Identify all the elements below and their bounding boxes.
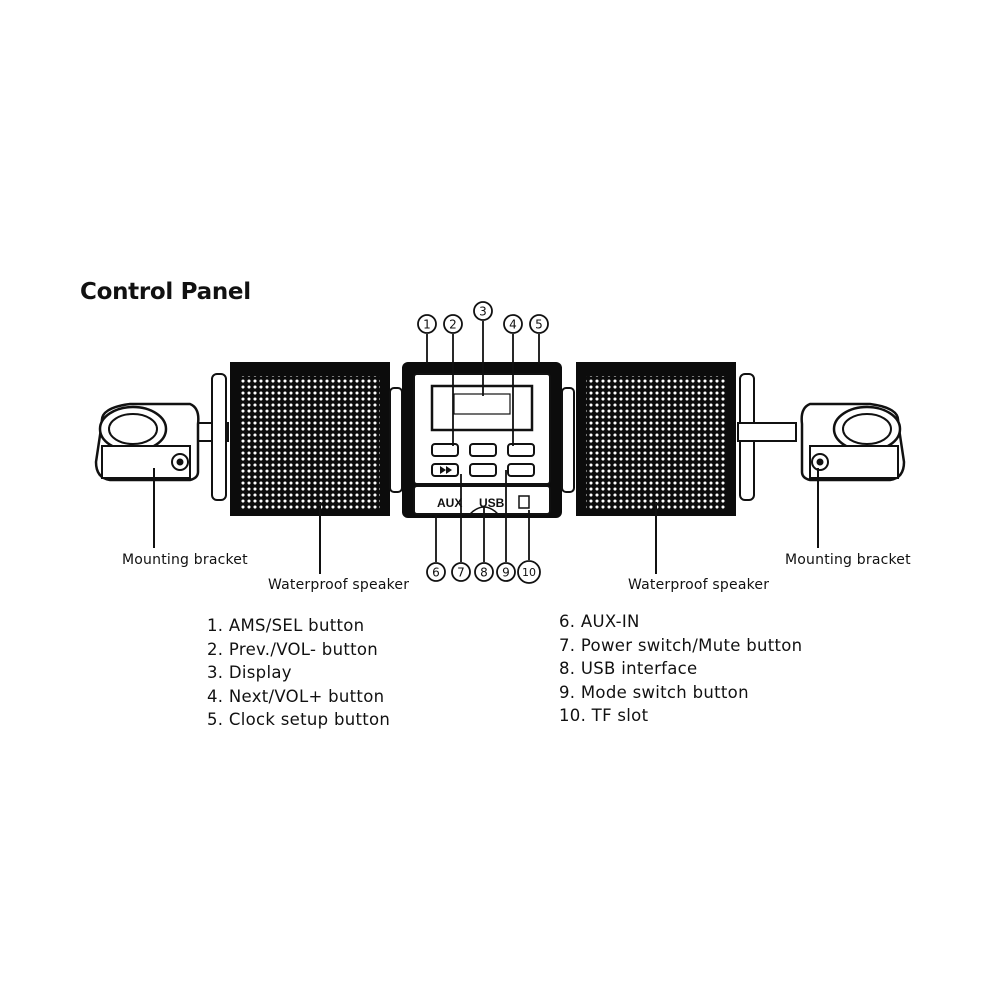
legend-right: 6. AUX-IN 7. Power switch/Mute button 8.… — [559, 610, 802, 728]
usb-port-label: USB — [479, 496, 505, 510]
control-unit: AUX USB — [402, 362, 562, 518]
label-waterproof-speaker-right: Waterproof speaker — [628, 577, 770, 593]
callout-4-marker — [503, 314, 523, 334]
callout-1-marker — [417, 314, 437, 334]
right-mounting-bracket — [737, 402, 906, 482]
legend-item: 6. AUX-IN — [559, 612, 640, 631]
callout-8-number: 8 — [480, 566, 488, 580]
legend-item: 7. Power switch/Mute button — [559, 635, 803, 655]
next-vol-up-button — [507, 443, 535, 457]
callout-leader-lines-bottom — [435, 470, 530, 562]
callout-1-number: 1 — [423, 318, 431, 332]
callout-10-number: 10 — [522, 566, 536, 579]
label-mounting-bracket-left: Mounting bracket — [122, 552, 248, 568]
callout-7-marker — [451, 562, 471, 582]
callout-leader-lines-top — [426, 321, 540, 446]
callout-5-number: 5 — [535, 318, 543, 332]
power-mute-button — [469, 463, 497, 477]
legend-item: 1. AMS/SEL button — [207, 616, 365, 635]
callout-9-marker — [496, 562, 516, 582]
mode-button — [469, 443, 497, 457]
callout-2-number: 2 — [449, 318, 457, 332]
left-mounting-bracket — [94, 402, 229, 482]
callout-6-marker — [426, 562, 446, 582]
page-title: Control Panel — [80, 279, 251, 305]
right-waterproof-speaker — [561, 362, 755, 516]
label-waterproof-speaker-left: Waterproof speaker — [268, 577, 410, 593]
legend-item: 10. TF slot — [559, 706, 649, 725]
callout-9-number: 9 — [502, 566, 510, 580]
tf-slot — [518, 495, 530, 509]
legend-item: 8. USB interface — [559, 659, 698, 678]
legend-item: 9. Mode switch button — [559, 682, 749, 702]
ams-sel-button — [431, 443, 459, 457]
callout-8-marker — [474, 562, 494, 582]
legend-item: 3. Display — [207, 663, 292, 682]
legend-item: 4. Next/VOL+ button — [207, 686, 385, 706]
clock-setup-button — [507, 463, 535, 477]
aux-port-label: AUX — [437, 496, 462, 510]
callout-4-number: 4 — [509, 318, 517, 332]
callout-7-number: 7 — [457, 566, 465, 580]
callout-2-marker — [443, 314, 463, 334]
label-mounting-bracket-right: Mounting bracket — [785, 552, 911, 568]
callout-markers — [417, 301, 549, 584]
legend-item: 2. Prev./VOL- button — [207, 639, 379, 659]
callout-3-number: 3 — [479, 305, 487, 319]
callout-5-marker — [529, 314, 549, 334]
callout-3-marker — [473, 301, 493, 321]
callout-10-marker — [517, 560, 541, 584]
legend-left: 1. AMS/SEL button 2. Prev./VOL- button 3… — [207, 614, 390, 732]
label-leader-lines — [153, 468, 819, 574]
left-waterproof-speaker — [211, 362, 403, 516]
legend-item: 5. Clock setup button — [207, 710, 391, 729]
callout-6-number: 6 — [432, 566, 440, 580]
